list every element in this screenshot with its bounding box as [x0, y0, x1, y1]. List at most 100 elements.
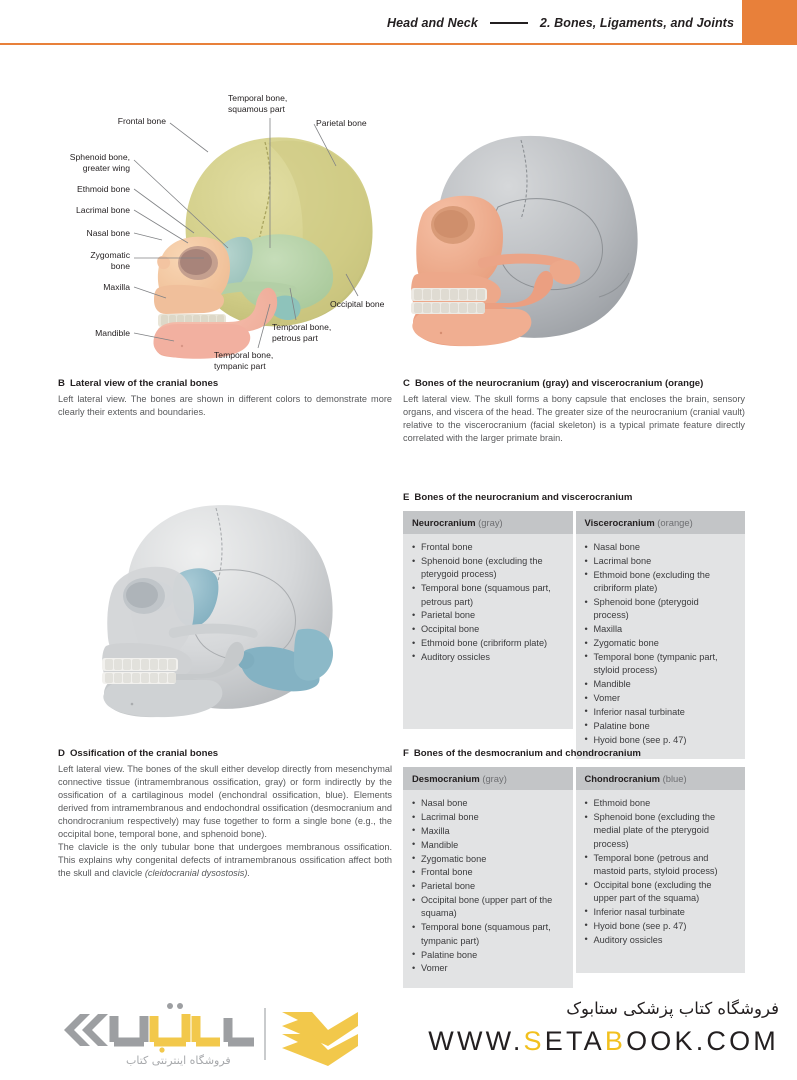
label-zygomatic-line2: bone	[110, 261, 130, 271]
table-f-column-chondrocranium: Chondrocranium (blue) Ethmoid bone Sphen…	[575, 766, 745, 973]
list-item: Temporal bone (petrous and mastoid parts…	[585, 851, 737, 879]
table-f: Desmocranium (gray) Nasal bone Lacrimal …	[403, 766, 745, 989]
list-item: Maxilla	[412, 824, 564, 838]
setabook-logo[interactable]: فروشگاه اینترنتی کتاب	[58, 1000, 358, 1072]
label-ethmoid-bone: Ethmoid bone	[76, 184, 130, 194]
label-mandible: Mandible	[95, 328, 130, 338]
list-item: Auditory ossicles	[585, 933, 737, 947]
figure-b-title-line: B Lateral view of the cranial bones	[58, 378, 392, 391]
table-f-header-desmocranium-paren: (gray)	[482, 772, 507, 784]
list-item: Ethmoid bone	[585, 797, 737, 811]
list-item: Inferior nasal turbinate	[585, 905, 737, 919]
list-item: Sphenoid bone (pterygoid process)	[585, 596, 737, 623]
label-sphenoid-line2: greater wing	[82, 163, 130, 173]
list-item: Ethmoid bone (excluding the cribriform p…	[585, 568, 737, 596]
skull-gray-blue-svg	[102, 505, 334, 718]
table-f-body-desmocranium: Nasal bone Lacrimal bone Maxilla Mandibl…	[403, 790, 573, 989]
figure-c-title-text: Bones of the neurocranium (gray) and vis…	[414, 378, 704, 389]
skull-colored-svg	[153, 137, 373, 359]
list-item: Palatine bone	[412, 948, 564, 962]
table-e-list-viscerocranium: Nasal bone Lacrimal bone Ethmoid bone (e…	[585, 541, 737, 747]
header-chapter-title: 2. Bones, Ligaments, and Joints	[539, 16, 734, 30]
table-f-header-chondrocranium: Chondrocranium (blue)	[575, 766, 745, 791]
list-item: Auditory ossicles	[412, 650, 564, 664]
figure-d-title-text: Ossification of the cranial bones	[69, 748, 219, 759]
footer-url-eta: ETA	[544, 1026, 605, 1057]
label-frontal-bone: Frontal bone	[117, 116, 166, 126]
label-parietal-bone: Parietal bone	[316, 118, 367, 128]
table-e-body-neurocranium: Frontal bone Sphenoid bone (excluding th…	[403, 534, 573, 729]
figure-d-illustration	[58, 500, 392, 740]
figure-d-body-paragraph-1: Left lateral view. The bones of the skul…	[58, 763, 392, 840]
list-item: Mandible	[412, 838, 564, 852]
label-tympanic-line1: Temporal bone,	[214, 350, 274, 360]
list-item: Palatine bone	[585, 719, 737, 733]
list-item: Temporal bone (tympanic part, styloid pr…	[585, 650, 737, 678]
list-item: Lacrimal bone	[585, 555, 737, 569]
list-item: Vomer	[412, 962, 564, 976]
table-e-body-viscerocranium: Nasal bone Lacrimal bone Ethmoid bone (e…	[575, 534, 745, 760]
table-f-title-line: F Bones of the desmocranium and chondrocr…	[403, 748, 745, 761]
table-f-title-text: Bones of the desmocranium and chondrocra…	[413, 748, 641, 759]
table-e-header-viscerocranium-paren: (orange)	[657, 516, 693, 528]
list-item: Ethmoid bone (cribriform plate)	[412, 637, 564, 651]
list-item: Nasal bone	[585, 541, 737, 555]
list-item: Nasal bone	[412, 797, 564, 811]
label-tympanic-line2: tympanic part	[214, 361, 266, 371]
figure-b-title-text: Lateral view of the cranial bones	[69, 378, 219, 389]
figure-d-letter: D	[58, 748, 65, 759]
table-f-header-chondrocranium-name: Chondrocranium	[584, 772, 661, 784]
label-petrous-line2: petrous part	[272, 333, 318, 343]
figure-b-letter: B	[58, 378, 65, 389]
list-item: Parietal bone	[412, 609, 564, 623]
footer-url-b: B	[604, 1026, 627, 1057]
footer-brand-group: فروشگاه کتاب پزشکی ستابوک WWW.SETABOOK.C…	[428, 998, 779, 1057]
setabook-logo-subtitle: فروشگاه اینترنتی کتاب	[126, 1054, 231, 1067]
figure-c-letter: C	[403, 378, 410, 389]
footer-url-suffix: OOK.COM	[626, 1026, 779, 1057]
figure-d-body-p2-text: The clavicle is the only tubular bone th…	[58, 842, 392, 879]
header-accent-block	[742, 0, 797, 43]
list-item: Inferior nasal turbinate	[585, 705, 737, 719]
figure-b-body: Left lateral view. The bones are shown i…	[58, 393, 392, 417]
label-lacrimal-bone: Lacrimal bone	[76, 205, 130, 215]
table-e-header-viscerocranium-name: Viscerocranium	[584, 516, 655, 528]
list-item: Hyoid bone (see p. 47)	[585, 733, 737, 747]
table-e-column-neurocranium: Neurocranium (gray) Frontal bone Sphenoi…	[403, 510, 573, 729]
table-f-header-desmocranium-name: Desmocranium	[412, 772, 480, 784]
label-maxilla: Maxilla	[103, 282, 130, 292]
list-item: Temporal bone (squamous part, tympanic p…	[412, 921, 564, 948]
table-f-header-desmocranium: Desmocranium (gray)	[403, 766, 573, 791]
list-item: Zygomatic bone	[585, 637, 737, 651]
figure-c-title-line: C Bones of the neurocranium (gray) and vi…	[403, 378, 745, 391]
footer-website-url[interactable]: WWW.SETABOOK.COM	[428, 1026, 779, 1057]
list-item: Sphenoid bone (excluding the medial plat…	[585, 811, 737, 851]
list-item: Hyoid bone (see p. 47)	[585, 919, 737, 933]
table-e-title-text: Bones of the neurocranium and viscerocra…	[414, 492, 633, 503]
list-item: Maxilla	[585, 623, 737, 637]
list-item: Vomer	[585, 691, 737, 705]
label-temporal-squamous-line2: squamous part	[228, 104, 285, 114]
table-f-block: F Bones of the desmocranium and chondrocr…	[403, 748, 745, 989]
list-item: Occipital bone (upper part of the squama…	[412, 894, 564, 921]
footer-brand-persian: فروشگاه کتاب پزشکی ستابوک	[566, 999, 779, 1018]
table-f-letter: F	[403, 748, 409, 759]
list-item: Occipital bone	[412, 623, 564, 637]
header-divider-dash	[489, 22, 528, 24]
figure-d-body-p2-italic: (cleidocranial dysostosis).	[144, 868, 251, 879]
table-e-header-neurocranium-name: Neurocranium	[412, 516, 476, 528]
label-zygomatic-line1: Zygomatic	[90, 250, 130, 260]
figure-c-body: Left lateral view. The skull forms a bon…	[403, 393, 745, 444]
header-rule	[0, 43, 797, 45]
figure-d-body-paragraph-2: The clavicle is the only tubular bone th…	[58, 841, 392, 880]
table-e-header-viscerocranium: Viscerocranium (orange)	[575, 510, 745, 535]
table-e-column-viscerocranium: Viscerocranium (orange) Nasal bone Lacri…	[575, 510, 745, 760]
list-item: Occipital bone (excluding the upper part…	[585, 878, 737, 906]
figure-d-caption: D Ossification of the cranial bones Left …	[58, 748, 392, 881]
table-f-body-chondrocranium: Ethmoid bone Sphenoid bone (excluding th…	[575, 790, 745, 973]
table-f-list-desmocranium: Nasal bone Lacrimal bone Maxilla Mandibl…	[412, 797, 564, 976]
page-footer: فروشگاه اینترنتی کتاب فروشگاه کتاب پزشکی…	[0, 992, 797, 1080]
table-e: Neurocranium (gray) Frontal bone Sphenoi…	[403, 510, 745, 760]
